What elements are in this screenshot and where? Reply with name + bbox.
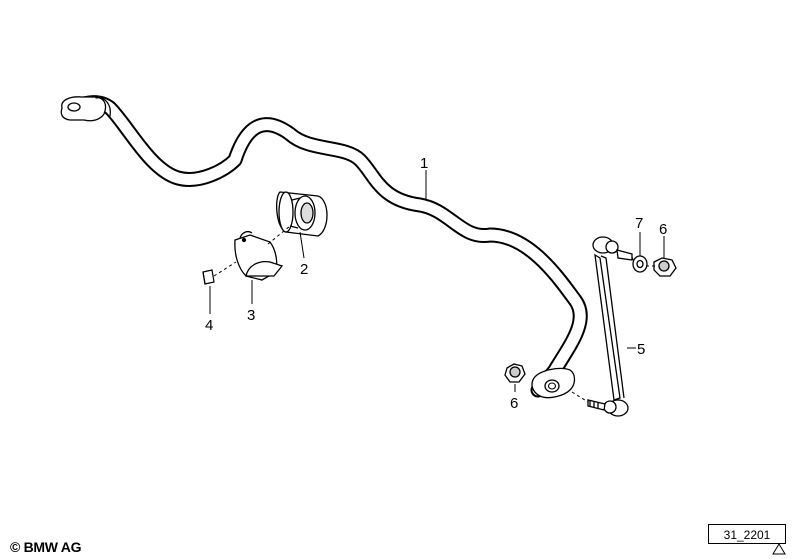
stabilizer-bar <box>60 95 588 399</box>
rubber-bushing <box>275 191 328 237</box>
label-part-3: 3 <box>247 307 255 324</box>
leader-lines <box>209 170 665 403</box>
hex-nut-lower <box>504 363 526 383</box>
triangle-icon <box>772 543 786 555</box>
clip-nut <box>202 269 215 285</box>
label-part-7: 7 <box>635 215 643 232</box>
label-part-2: 2 <box>300 261 308 278</box>
bushing-bracket <box>234 231 284 281</box>
reference-number: 31_2201 <box>708 524 786 544</box>
hex-nut-upper <box>653 257 677 277</box>
label-part-6-lower: 6 <box>510 395 518 412</box>
label-part-1: 1 <box>420 155 428 172</box>
pendulum-support <box>587 236 633 417</box>
label-part-5: 5 <box>637 341 645 358</box>
label-part-4: 4 <box>205 317 213 334</box>
washer <box>632 255 648 273</box>
label-part-6-upper: 6 <box>659 221 667 238</box>
copyright-text: © BMW AG <box>10 539 82 555</box>
